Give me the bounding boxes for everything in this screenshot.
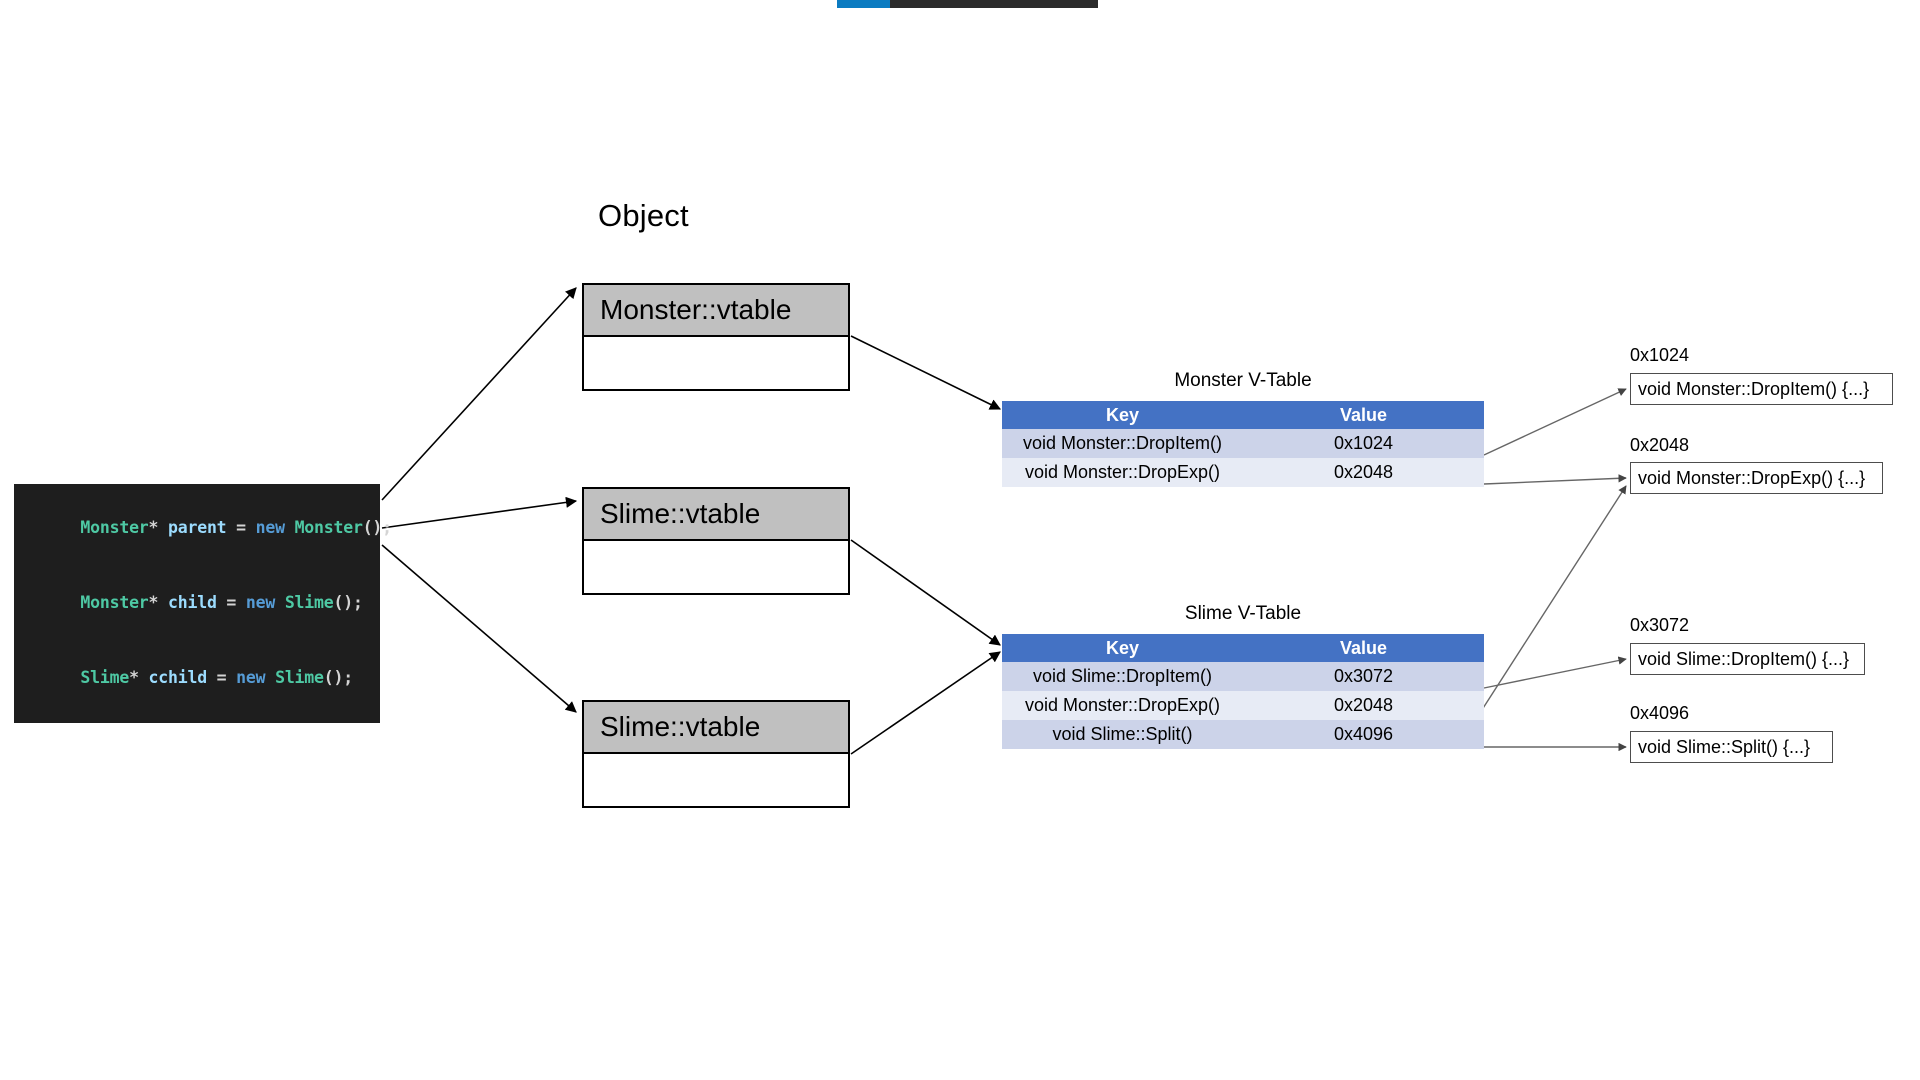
cell-value: 0x2048 [1243,458,1484,487]
function-address-label: 0x3072 [1630,615,1690,635]
code-ctor: Monster [294,518,363,537]
code-assign: = [216,593,246,612]
table-header-row: Key Value [1002,634,1484,662]
table-row: void Monster::DropItem() 0x1024 [1002,429,1484,458]
table-row: void Slime::Split() 0x4096 [1002,720,1484,749]
vtable-monster: Monster V-Table Key Value void Monster::… [1002,370,1484,487]
code-ctor: Slime [275,668,324,687]
function-address-label: 0x2048 [1630,435,1690,455]
vtable-caption: Monster V-Table [1174,370,1312,391]
function-address-label: 0x4096 [1630,703,1690,723]
code-keyword: new [236,668,266,687]
function-box-monster-dropitem: void Monster::DropItem() {...} [1630,373,1893,405]
column-header-value: Value [1243,634,1484,662]
code-ptr: * [148,593,159,612]
cell-key: void Slime::Split() [1002,720,1243,749]
code-line-1: Monster* parent = new Monster(); [22,490,392,565]
object-box-label: Slime::vtable [584,702,848,754]
cell-value: 0x4096 [1243,720,1484,749]
code-line-2: Monster* child = new Slime(); [22,565,372,640]
page-title: Object [598,198,689,233]
column-header-key: Key [1002,634,1243,662]
code-type: Monster [80,593,149,612]
table-row: void Monster::DropExp() 0x2048 [1002,691,1484,720]
cell-key: void Monster::DropExp() [1002,458,1243,487]
code-tail: (); [333,593,363,612]
cell-key: void Slime::DropItem() [1002,662,1243,691]
code-ctor: Slime [284,593,334,612]
cell-key: void Monster::DropExp() [1002,691,1243,720]
column-header-value: Value [1243,401,1484,429]
object-box-body [584,754,848,806]
code-ptr: * [129,668,139,687]
vtable-caption: Slime V-Table [1184,603,1302,624]
function-box-monster-dropexp: void Monster::DropExp() {...} [1630,462,1883,494]
vtable-slime: Slime V-Table Key Value void Slime::Drop… [1002,603,1484,749]
cell-value: 0x2048 [1243,691,1484,720]
code-line-3: Slime* cchild = new Slime(); [22,640,372,715]
table-row: void Slime::DropItem() 0x3072 [1002,662,1484,691]
cell-value: 0x3072 [1243,662,1484,691]
cell-key: void Monster::DropItem() [1002,429,1243,458]
object-box-label: Monster::vtable [584,285,848,337]
function-address-label: 0x1024 [1630,345,1690,365]
code-ptr: * [148,518,159,537]
function-box-slime-dropitem: void Slime::DropItem() {...} [1630,643,1865,675]
code-type: Slime [80,668,130,687]
table-row: void Monster::DropExp() 0x2048 [1002,458,1484,487]
object-box-monster: Monster::vtable [582,283,850,391]
object-box-body [584,337,848,389]
table-header-row: Key Value [1002,401,1484,429]
top-dark-strip [890,0,1098,8]
code-assign: = [206,668,237,687]
object-box-slime-2: Slime::vtable [582,700,850,808]
vtable-monster-table: Key Value void Monster::DropItem() 0x102… [1002,401,1484,487]
vtable-slime-table: Key Value void Slime::DropItem() 0x3072 … [1002,634,1484,749]
code-keyword: new [245,593,276,612]
code-var: parent [168,518,227,537]
code-tail: (); [362,518,392,537]
code-var: child [168,593,217,612]
cell-value: 0x1024 [1243,429,1484,458]
code-var: cchild [148,668,208,687]
code-keyword: new [255,518,285,537]
code-tail: (); [323,668,353,687]
function-box-slime-split: void Slime::Split() {...} [1630,731,1833,763]
object-box-body [584,541,848,593]
code-type: Monster [80,518,149,537]
code-assign: = [226,518,256,537]
column-header-key: Key [1002,401,1243,429]
object-box-slime-1: Slime::vtable [582,487,850,595]
code-block: Monster* parent = new Monster(); Monster… [14,484,392,723]
object-box-label: Slime::vtable [584,489,848,541]
top-accent-strip [837,0,890,8]
